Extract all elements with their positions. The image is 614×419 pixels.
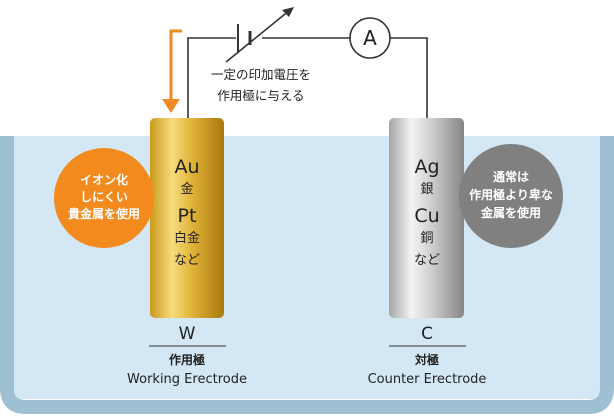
counter-electrode-symbol: C	[421, 324, 433, 344]
beaker	[0, 136, 614, 414]
counter-material-cu: Cu	[414, 205, 439, 227]
working-electrode	[150, 118, 224, 318]
working-material-au: Au	[174, 156, 199, 178]
counter-note-line2: 作用極より卑な	[469, 187, 553, 202]
counter-electrode	[389, 118, 464, 318]
voltage-caption-line1: 一定の印加電圧を	[211, 67, 311, 82]
working-note-line3: 貴金属を使用	[68, 206, 140, 221]
wire-working	[187, 37, 236, 118]
working-note-badge	[54, 148, 154, 248]
wire-counter	[390, 37, 428, 118]
working-material-pt-ja: 白金	[174, 230, 200, 246]
counter-note-line1: 通常は	[493, 169, 529, 184]
counter-electrode-name-ja: 対極	[414, 352, 439, 367]
working-material-au-ja: 金	[180, 181, 193, 197]
variable-arrow	[225, 9, 291, 63]
working-material-pt: Pt	[178, 205, 197, 227]
working-electrode-symbol: W	[179, 324, 196, 344]
counter-material-etc: など	[414, 253, 440, 268]
variable-arrow-head	[282, 7, 294, 17]
ammeter-circle	[349, 17, 391, 59]
counter-material-cu-ja: 銅	[420, 231, 433, 246]
voltage-caption-line2: 作用極に与える	[217, 88, 304, 103]
working-electrode-name-en: Working Erectrode	[127, 372, 247, 387]
counter-material-ag-ja: 銀	[420, 182, 433, 197]
working-note-line1: イオン化	[80, 172, 128, 187]
working-material-etc: など	[174, 253, 200, 268]
counter-electrode-name-en: Counter Erectrode	[368, 372, 487, 387]
counter-note-line3: 金属を使用	[480, 205, 541, 220]
counter-note-badge	[459, 144, 563, 248]
ammeter-symbol: A	[363, 26, 377, 50]
current-direction-arrowhead	[162, 99, 180, 113]
counter-material-ag: Ag	[414, 156, 439, 178]
working-note-line2: しにくい	[80, 190, 128, 204]
power-supply-symbol	[225, 7, 294, 63]
current-direction-arrow	[169, 29, 182, 101]
working-electrode-name-ja: 作用極	[169, 352, 205, 367]
circuit-wires	[187, 37, 428, 118]
